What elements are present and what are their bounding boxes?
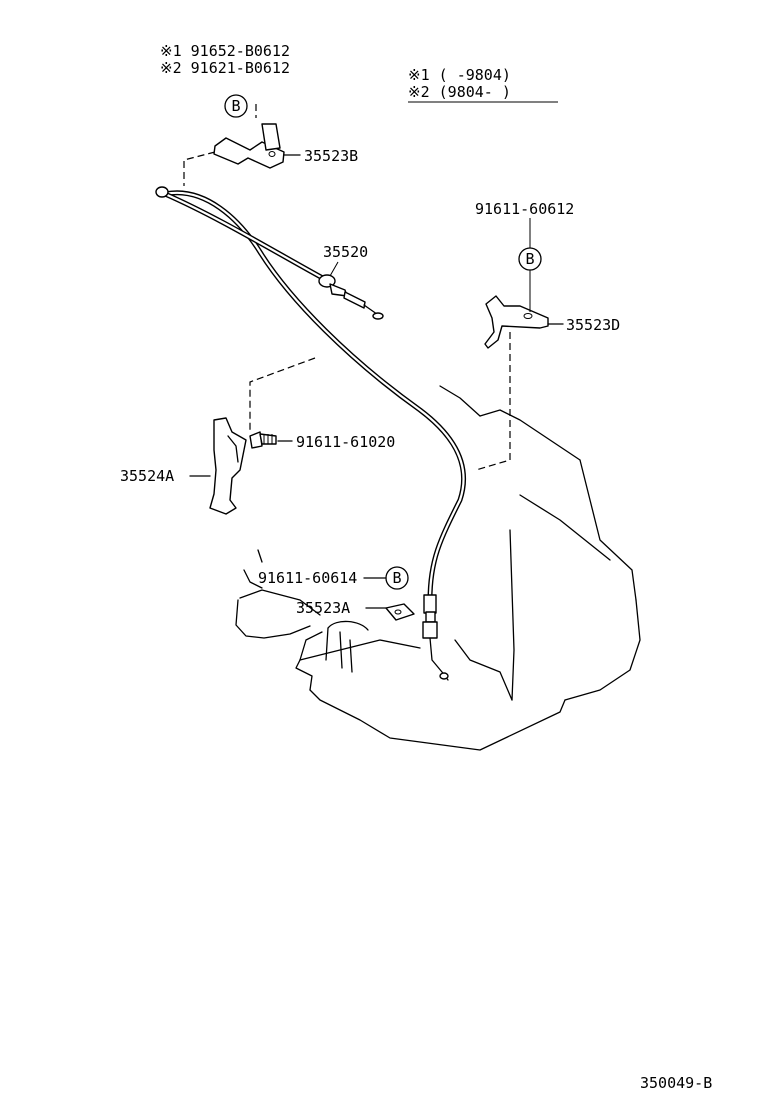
bolt-right-callout: B (518, 218, 542, 312)
bracket-35523d (484, 295, 564, 349)
cable-35520 (155, 186, 467, 681)
bracket-35523b (213, 123, 301, 169)
bolt-lower-callout: B (363, 566, 409, 590)
dashed-leaders (183, 104, 511, 471)
bolt-91611-61020 (249, 431, 293, 449)
bolt-lower-label: B (392, 569, 401, 587)
label-91611-60614: 91611-60614 (258, 569, 357, 587)
legend-line-2: ※2 (9804- ) (408, 83, 511, 101)
label-35523b: 35523B (304, 147, 358, 165)
bolt-top-callout: B (224, 94, 248, 118)
diagram-code: 350049-B (640, 1074, 712, 1092)
label-35523d: 35523D (566, 316, 620, 334)
note2-part-label: ※2 91621-B0612 (160, 59, 290, 77)
label-35520: 35520 (323, 243, 368, 261)
label-35523a: 35523A (296, 599, 350, 617)
label-91611-61020: 91611-61020 (296, 433, 395, 451)
legend: ※1 ( -9804) ※2 (9804- ) (408, 66, 558, 103)
note1-part-label: ※1 91652-B0612 (160, 42, 290, 60)
label-91611-60612: 91611-60612 (475, 200, 574, 218)
bolt-top-label: B (231, 97, 240, 115)
bracket-35524a (189, 417, 247, 515)
legend-line-1: ※1 ( -9804) (408, 66, 511, 84)
label-35524a: 35524A (120, 467, 174, 485)
transmission-outline (235, 385, 641, 751)
bracket-35523a (365, 603, 415, 621)
leader-35520 (329, 261, 339, 277)
bolt-right-label: B (525, 250, 534, 268)
